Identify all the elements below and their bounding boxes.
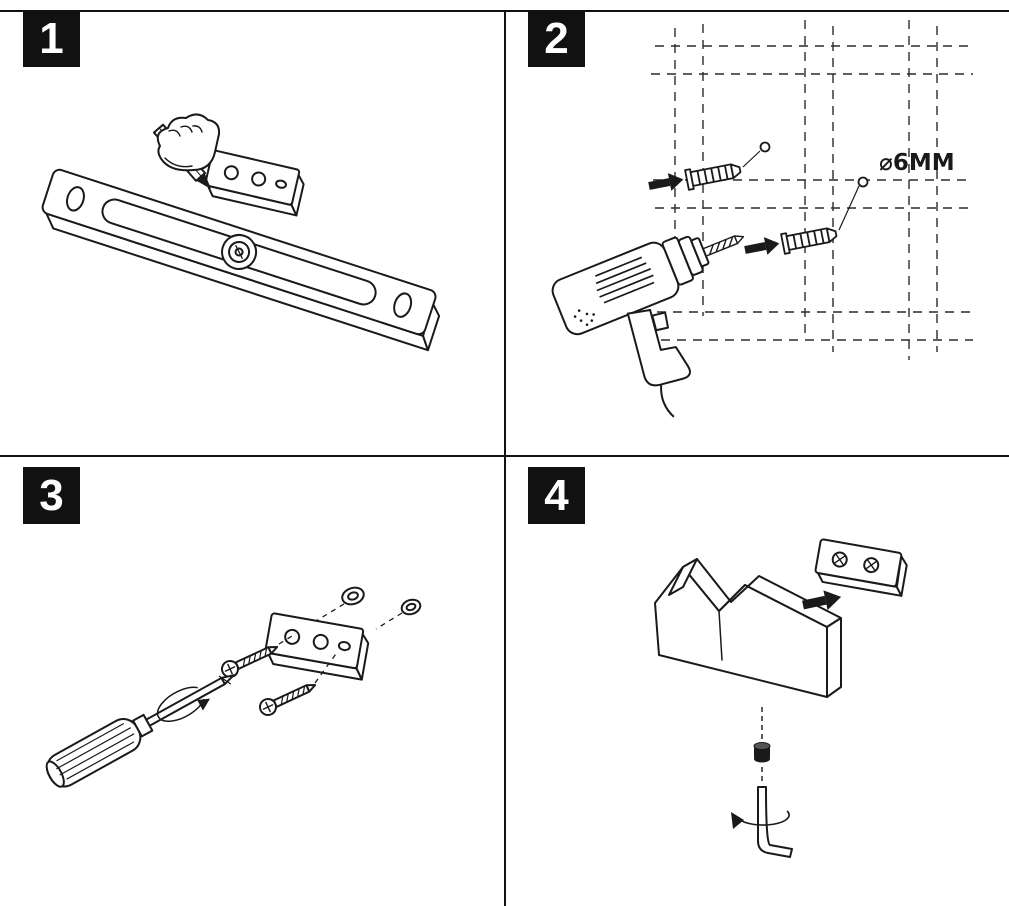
slide-arrow <box>802 590 842 610</box>
step-3-panel <box>0 455 503 906</box>
screwdriver <box>45 674 235 788</box>
mounting-plate <box>204 149 305 217</box>
step-4-panel <box>503 455 1009 906</box>
rotation-arrow <box>156 686 205 722</box>
step-2-badge: 2 <box>528 10 585 67</box>
arrow-icon <box>648 173 684 191</box>
screw-head <box>831 551 848 568</box>
arrow-icon <box>744 237 780 255</box>
wall-hook <box>654 558 842 698</box>
washer <box>341 586 365 606</box>
drill-handle <box>626 309 691 387</box>
step-3-number: 3 <box>39 470 64 520</box>
power-cord <box>660 385 675 418</box>
step-4-badge: 4 <box>528 467 585 524</box>
washer <box>400 598 422 616</box>
step-2-panel: ⌀6MM <box>503 0 1009 455</box>
step-1-number: 1 <box>39 13 64 63</box>
step-4-number: 4 <box>544 470 569 520</box>
mounting-plate <box>264 612 370 681</box>
screw <box>221 646 279 678</box>
wall-plug <box>684 163 742 191</box>
drill-trigger <box>651 311 669 332</box>
rotation-arrow <box>731 810 790 829</box>
step-4-illustration <box>654 538 908 858</box>
vent-slots <box>595 256 655 304</box>
step-3-illustration <box>45 586 422 788</box>
screw <box>259 684 317 716</box>
power-drill <box>551 235 745 418</box>
step-1-panel <box>0 0 503 455</box>
insertion-arrows <box>648 173 780 255</box>
step-3-badge: 3 <box>23 467 80 524</box>
drill-hole <box>857 176 869 188</box>
rotation-arrowhead <box>197 698 211 711</box>
divider-vertical <box>504 10 506 906</box>
set-screw <box>753 742 771 763</box>
wall-plugs <box>684 141 869 255</box>
grip-texture <box>573 309 595 327</box>
screw-head <box>863 557 880 574</box>
hole-diameter-label: ⌀6MM <box>879 150 955 176</box>
drill-hole <box>759 141 771 153</box>
step-1-badge: 1 <box>23 10 80 67</box>
drill-bit <box>702 235 745 257</box>
alignment-dashes <box>278 603 403 684</box>
step-2-number: 2 <box>544 13 569 63</box>
fist <box>156 113 221 172</box>
tile-grid <box>651 20 975 360</box>
step-1-illustration <box>41 113 441 352</box>
spirit-level <box>41 168 441 352</box>
wall-plug <box>780 227 838 255</box>
step-2-illustration: ⌀6MM <box>551 20 975 418</box>
allen-key <box>757 786 793 858</box>
mounting-plate <box>814 538 908 597</box>
hand-with-pencil <box>152 113 221 189</box>
